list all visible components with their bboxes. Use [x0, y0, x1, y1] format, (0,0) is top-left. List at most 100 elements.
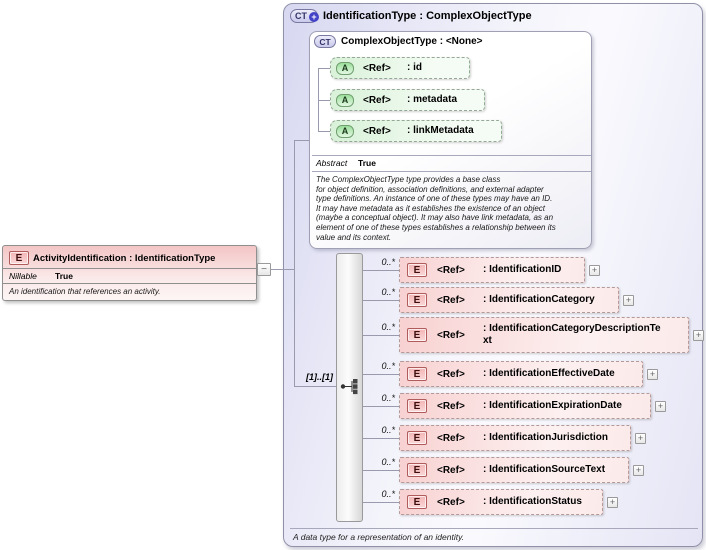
separator	[3, 283, 256, 284]
attribute-ref: <Ref>	[363, 94, 391, 106]
element-name: : IdentificationEffectiveDate	[483, 368, 615, 379]
attribute-icon: A	[336, 61, 354, 75]
separator	[312, 171, 591, 172]
connector-line	[363, 335, 399, 336]
occurrence-label: 0..*	[381, 287, 395, 297]
attribute-metadata[interactable]: A <Ref> : metadata	[330, 89, 485, 111]
element-description: An identification that references an act…	[9, 287, 161, 296]
connector-line	[294, 386, 336, 387]
type-title: IdentificationType : ComplexObjectType	[323, 10, 532, 22]
base-type-title: ComplexObjectType : <None>	[341, 36, 483, 47]
element-ref: <Ref>	[437, 294, 465, 306]
sequence-compositor-bar[interactable]	[336, 253, 363, 522]
element-identification-source-text[interactable]: E <Ref> : IdentificationSourceText	[399, 457, 629, 483]
attribute-icon: A	[336, 124, 354, 138]
element-identification-status[interactable]: E <Ref> : IdentificationStatus	[399, 489, 603, 515]
connector-line	[363, 502, 399, 503]
attribute-ref: <Ref>	[363, 62, 391, 74]
element-icon: E	[9, 251, 29, 265]
complex-type-icon-label: CT	[319, 36, 331, 47]
connector-line	[363, 406, 399, 407]
complex-type-icon-label: CT	[295, 11, 307, 21]
connector-line	[363, 470, 399, 471]
element-ref: <Ref>	[437, 496, 465, 508]
connector-line	[363, 374, 399, 375]
element-identification-category[interactable]: E <Ref> : IdentificationCategory	[399, 287, 619, 313]
expand-icon[interactable]: +	[693, 330, 704, 341]
occurrence-label: 0..*	[381, 425, 395, 435]
separator	[3, 268, 256, 269]
element-ref: <Ref>	[437, 432, 465, 444]
element-name: : IdentificationStatus	[483, 496, 582, 507]
separator	[312, 155, 591, 156]
occurrence-label: 0..*	[381, 361, 395, 371]
element-identification-id[interactable]: E <Ref> : IdentificationID	[399, 257, 585, 283]
element-icon: E	[407, 463, 427, 477]
content-trunk-line	[294, 140, 295, 387]
element-ref: <Ref>	[437, 400, 465, 412]
connector-line	[271, 269, 294, 270]
element-name: : IdentificationID	[483, 264, 562, 275]
element-ref: <Ref>	[437, 368, 465, 380]
abstract-value: True	[358, 158, 376, 168]
expand-icon[interactable]: +	[589, 265, 600, 276]
element-ref: <Ref>	[437, 329, 465, 341]
occurrence-label: 0..*	[381, 457, 395, 467]
element-icon: E	[407, 293, 427, 307]
element-box-activity-identification[interactable]: E ActivityIdentification : Identificatio…	[2, 245, 257, 301]
collapse-icon[interactable]: −	[257, 263, 271, 276]
nillable-label: Nillable	[9, 271, 37, 281]
occurrence-label: 0..*	[381, 393, 395, 403]
connector-line	[318, 131, 330, 132]
element-identification-effective-date[interactable]: E <Ref> : IdentificationEffectiveDate	[399, 361, 643, 387]
element-name: : IdentificationCategoryDescriptionTe xt	[483, 323, 661, 346]
element-name: : IdentificationJurisdiction	[483, 432, 609, 443]
element-icon: E	[407, 431, 427, 445]
separator	[290, 528, 698, 529]
type-description: A data type for a representation of an i…	[293, 532, 465, 542]
plus-badge-icon: +	[309, 12, 319, 22]
occurrence-label: 0..*	[381, 489, 395, 499]
element-icon: E	[407, 328, 427, 342]
connector-line	[318, 68, 330, 69]
connector-line	[363, 270, 399, 271]
element-icon: E	[407, 367, 427, 381]
expand-icon[interactable]: +	[607, 497, 618, 508]
occurrence-label: 0..*	[381, 322, 395, 332]
expand-icon[interactable]: +	[635, 433, 646, 444]
attribute-link-metadata[interactable]: A <Ref> : linkMetadata	[330, 120, 502, 142]
attribute-icon: A	[336, 93, 354, 107]
complex-type-icon: CT	[314, 35, 336, 48]
base-type-description: The ComplexObjectType type provides a ba…	[316, 175, 556, 242]
abstract-label: Abstract	[316, 158, 348, 168]
base-type-box-complex-object-type[interactable]: CT ComplexObjectType : <None> A <Ref> : …	[309, 31, 592, 249]
connector-line	[363, 300, 399, 301]
nillable-value: True	[55, 271, 73, 281]
attribute-name: : metadata	[407, 94, 458, 105]
type-box-identification-type[interactable]: CT + IdentificationType : ComplexObjectT…	[283, 3, 704, 547]
expand-icon[interactable]: +	[623, 295, 634, 306]
connector-line	[318, 100, 330, 101]
connector-line	[363, 438, 399, 439]
element-ref: <Ref>	[437, 264, 465, 276]
element-icon: E	[407, 495, 427, 509]
expand-icon[interactable]: +	[633, 465, 644, 476]
element-identification-jurisdiction[interactable]: E <Ref> : IdentificationJurisdiction	[399, 425, 631, 451]
attribute-ref: <Ref>	[363, 125, 391, 137]
element-ref: <Ref>	[437, 464, 465, 476]
expand-icon[interactable]: +	[655, 401, 666, 412]
attribute-name: : id	[407, 62, 422, 73]
expand-icon[interactable]: +	[647, 369, 658, 380]
element-identification-category-description-text[interactable]: E <Ref> : IdentificationCategoryDescript…	[399, 317, 689, 353]
element-name: : IdentificationExpirationDate	[483, 400, 622, 411]
element-identification-expiration-date[interactable]: E <Ref> : IdentificationExpirationDate	[399, 393, 651, 419]
connector-line	[294, 140, 309, 141]
element-title: ActivityIdentification : IdentificationT…	[33, 253, 216, 264]
sequence-icon	[340, 379, 358, 395]
occurrence-label: 0..*	[381, 257, 395, 267]
element-name: : IdentificationSourceText	[483, 464, 606, 475]
attribute-id[interactable]: A <Ref> : id	[330, 57, 470, 79]
sequence-cardinality: [1]..[1]	[306, 372, 333, 382]
element-name: : IdentificationCategory	[483, 294, 595, 305]
